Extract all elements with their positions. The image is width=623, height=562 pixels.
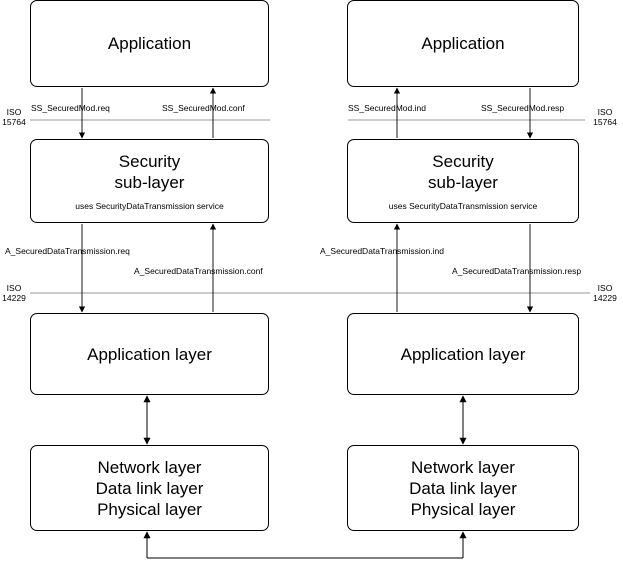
right-application-layer-label: Application layer [400, 344, 526, 364]
right-a-ind-label: A_SecuredDataTransmission.ind [320, 246, 444, 256]
left-security-sublayer-box: Security sub-layer uses SecurityDataTran… [30, 139, 269, 223]
right-security-line2: sub-layer [428, 173, 498, 192]
right-data-link-layer: Data link layer [409, 478, 517, 498]
left-a-req-label: A_SecuredDataTransmission.req [5, 246, 130, 256]
iso-15764-label-right: ISO 15764 [593, 107, 617, 127]
right-security-line1: Security [432, 152, 494, 171]
left-lower-layers-box: Network layer Data link layer Physical l… [30, 445, 269, 531]
iso-15764-label-left: ISO 15764 [2, 107, 26, 127]
left-ss-conf-label: SS_SecuredMod.conf [162, 103, 245, 113]
left-ss-req-label: SS_SecuredMod.req [31, 103, 110, 113]
right-security-note: uses SecurityDataTransmission service [388, 201, 538, 211]
right-physical-layer: Physical layer [410, 499, 516, 519]
iso-14229-label-left: ISO 14229 [2, 283, 26, 303]
left-data-link-layer: Data link layer [95, 478, 204, 498]
right-application-box: Application [347, 0, 579, 87]
left-application-box: Application [30, 0, 269, 87]
left-a-conf-label: A_SecuredDataTransmission.conf [134, 266, 263, 276]
left-network-layer: Network layer [97, 457, 202, 477]
right-ss-resp-label: SS_SecuredMod.resp [481, 103, 565, 113]
left-application-layer-label: Application layer [87, 344, 212, 364]
left-security-note: uses SecurityDataTransmission service [75, 201, 224, 211]
right-network-layer: Network layer [411, 457, 515, 477]
right-application-layer-box: Application layer [347, 313, 579, 395]
left-application-layer-box: Application layer [30, 313, 269, 395]
left-application-label: Application [107, 34, 192, 53]
left-security-line2: sub-layer [114, 173, 185, 192]
right-a-resp-label: A_SecuredDataTransmission.resp [452, 266, 582, 276]
right-application-label: Application [421, 34, 505, 53]
right-security-sublayer-box: Security sub-layer uses SecurityDataTran… [347, 139, 579, 223]
left-physical-layer: Physical layer [97, 499, 202, 519]
right-ss-ind-label: SS_SecuredMod.ind [348, 103, 426, 113]
right-lower-layers-box: Network layer Data link layer Physical l… [347, 445, 579, 531]
iso-14229-label-right: ISO 14229 [593, 283, 617, 303]
left-security-line1: Security [118, 152, 181, 171]
